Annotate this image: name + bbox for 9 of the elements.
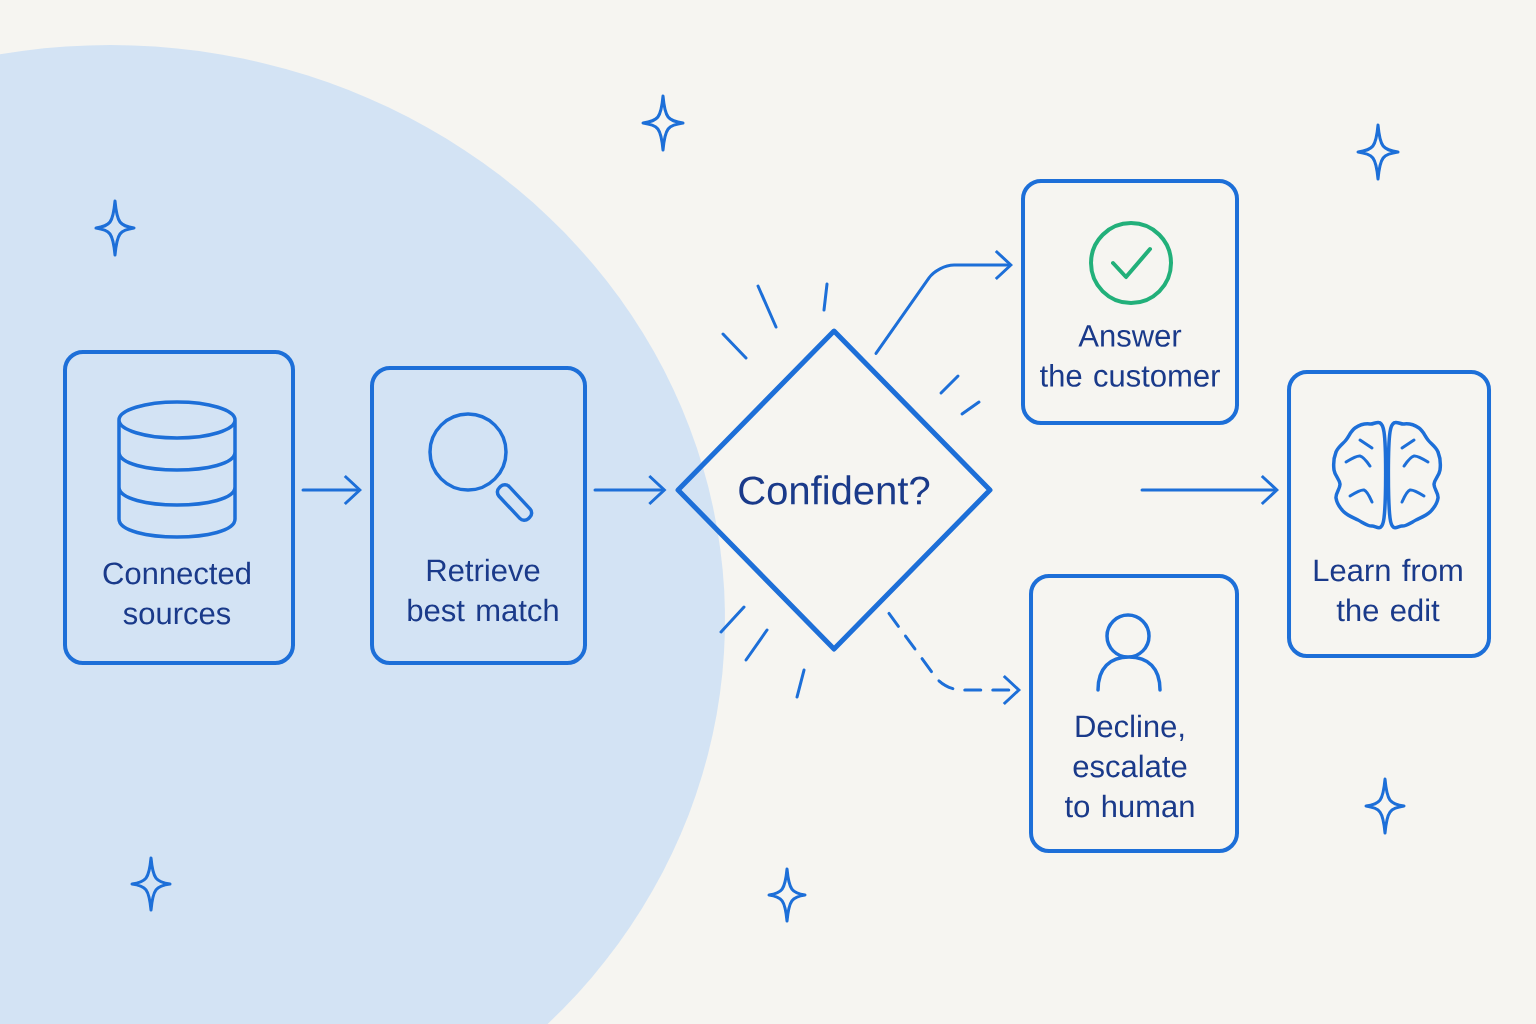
arrow xyxy=(593,474,667,506)
process-box: Answer the customer xyxy=(1021,179,1239,425)
dashed-arrow xyxy=(887,611,1021,706)
process-box: Retrieve best match xyxy=(370,366,587,665)
arrow xyxy=(1140,474,1279,506)
process-box: Connected sources xyxy=(63,350,295,665)
process-box: Learn from the edit xyxy=(1287,370,1491,658)
process-box: Decline, escalate to human xyxy=(1029,574,1239,853)
arrow xyxy=(874,249,1013,355)
